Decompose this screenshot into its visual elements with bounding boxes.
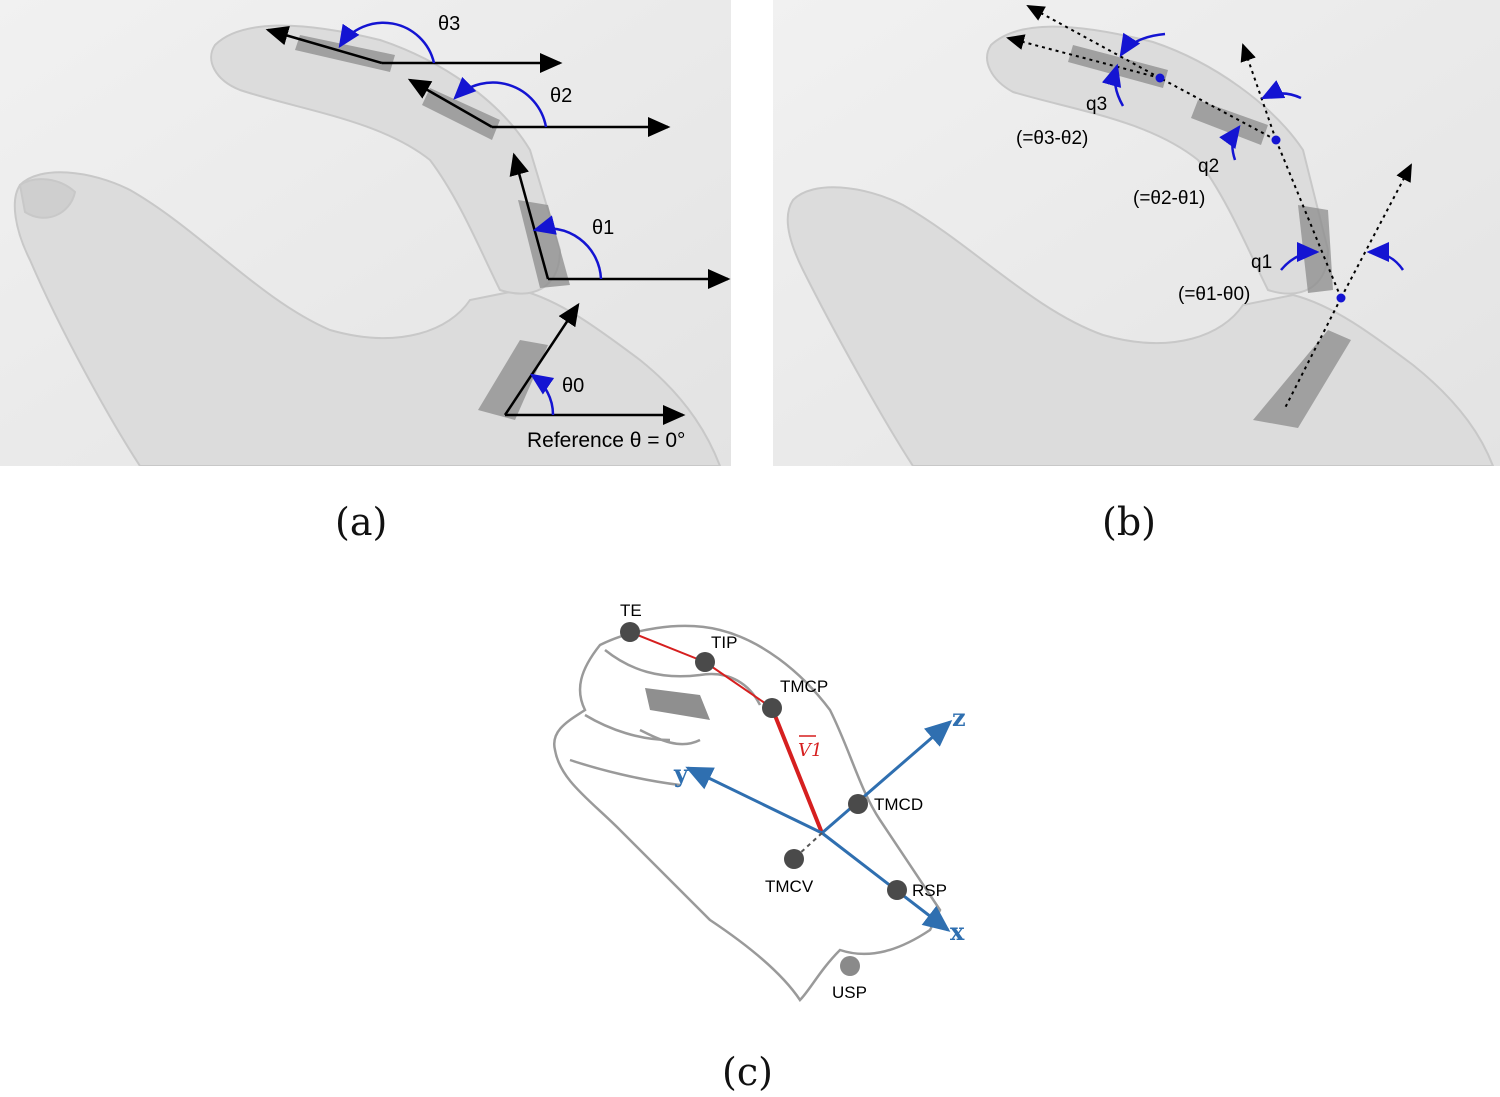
panel-a: θ3 θ2 θ1 θ0 Reference θ = 0° — [0, 0, 731, 466]
q2-label: q2 — [1198, 156, 1219, 177]
joint-3-dot — [1155, 73, 1165, 83]
joint-1-dot — [1336, 293, 1346, 303]
z-axis-arrow — [821, 720, 953, 835]
caption-c: (c) — [722, 1050, 773, 1094]
q1-label: q1 — [1251, 252, 1272, 273]
theta1-arc — [532, 215, 603, 280]
segment-axes — [1006, 5, 1412, 409]
theta0-arc — [529, 373, 555, 416]
theta0-label: θ0 — [562, 375, 584, 397]
theta2-label: θ2 — [550, 85, 572, 107]
tmcv-link — [797, 832, 823, 856]
caption-b: (b) — [1102, 500, 1156, 544]
usp-marker — [840, 956, 860, 976]
theta1-label: θ1 — [592, 217, 614, 239]
panel-c: TE TIP TMCP TMCD TMCV RSP USP V1 z y x — [540, 590, 1000, 1010]
tmcd-label: TMCD — [874, 795, 923, 814]
segment-2-arrow — [407, 78, 493, 129]
q3-equation: (=θ3-θ2) — [1016, 128, 1088, 149]
z-axis-label: z — [952, 703, 966, 732]
q1-equation: (=θ1-θ0) — [1178, 284, 1250, 305]
q3-label: q3 — [1086, 94, 1107, 115]
tmcp-marker — [762, 698, 782, 718]
y-axis-arrow — [685, 766, 823, 835]
panel-b: q3 (=θ3-θ2) q2 (=θ2-θ1) q1 (=θ1-θ0) — [773, 0, 1500, 466]
thumbnail-shading — [645, 688, 710, 720]
segment-3-arrow — [265, 25, 383, 65]
tip-marker — [695, 652, 715, 672]
tmcp-label: TMCP — [780, 677, 828, 696]
segment-1-arrow — [509, 152, 550, 280]
x-axis-label: x — [950, 917, 965, 946]
q2-equation: (=θ2-θ1) — [1133, 188, 1205, 209]
segment-0-arrow — [503, 302, 580, 416]
tmcd-marker — [848, 794, 868, 814]
hand-outline — [552, 624, 942, 1002]
usp-label: USP — [832, 983, 867, 1002]
reference-label: Reference θ = 0° — [527, 429, 685, 452]
tmcv-marker — [784, 849, 804, 869]
thumb-chain — [629, 631, 824, 834]
tip-label: TIP — [711, 633, 737, 652]
te-marker — [620, 622, 640, 642]
theta2-arc — [453, 76, 548, 128]
theta3-label: θ3 — [438, 13, 460, 35]
panel-c-figure: TE TIP TMCP TMCD TMCV RSP USP V1 z y x — [552, 601, 966, 1002]
theta3-arc — [338, 21, 436, 64]
rsp-marker — [887, 880, 907, 900]
x-axis-arrow — [821, 831, 951, 932]
y-axis-label: y — [673, 759, 689, 788]
panel-b-figure: q3 (=θ3-θ2) q2 (=θ2-θ1) q1 (=θ1-θ0) — [773, 0, 1500, 466]
caption-a: (a) — [335, 500, 388, 544]
rsp-label: RSP — [912, 881, 947, 900]
joint-angle-arcs — [1101, 32, 1405, 271]
tmcv-label: TMCV — [765, 877, 814, 896]
joint-2-dot — [1271, 135, 1281, 145]
te-label: TE — [620, 601, 642, 620]
v1-label: V1 — [798, 740, 822, 761]
panel-a-figure: θ3 θ2 θ1 θ0 Reference θ = 0° — [0, 0, 731, 466]
